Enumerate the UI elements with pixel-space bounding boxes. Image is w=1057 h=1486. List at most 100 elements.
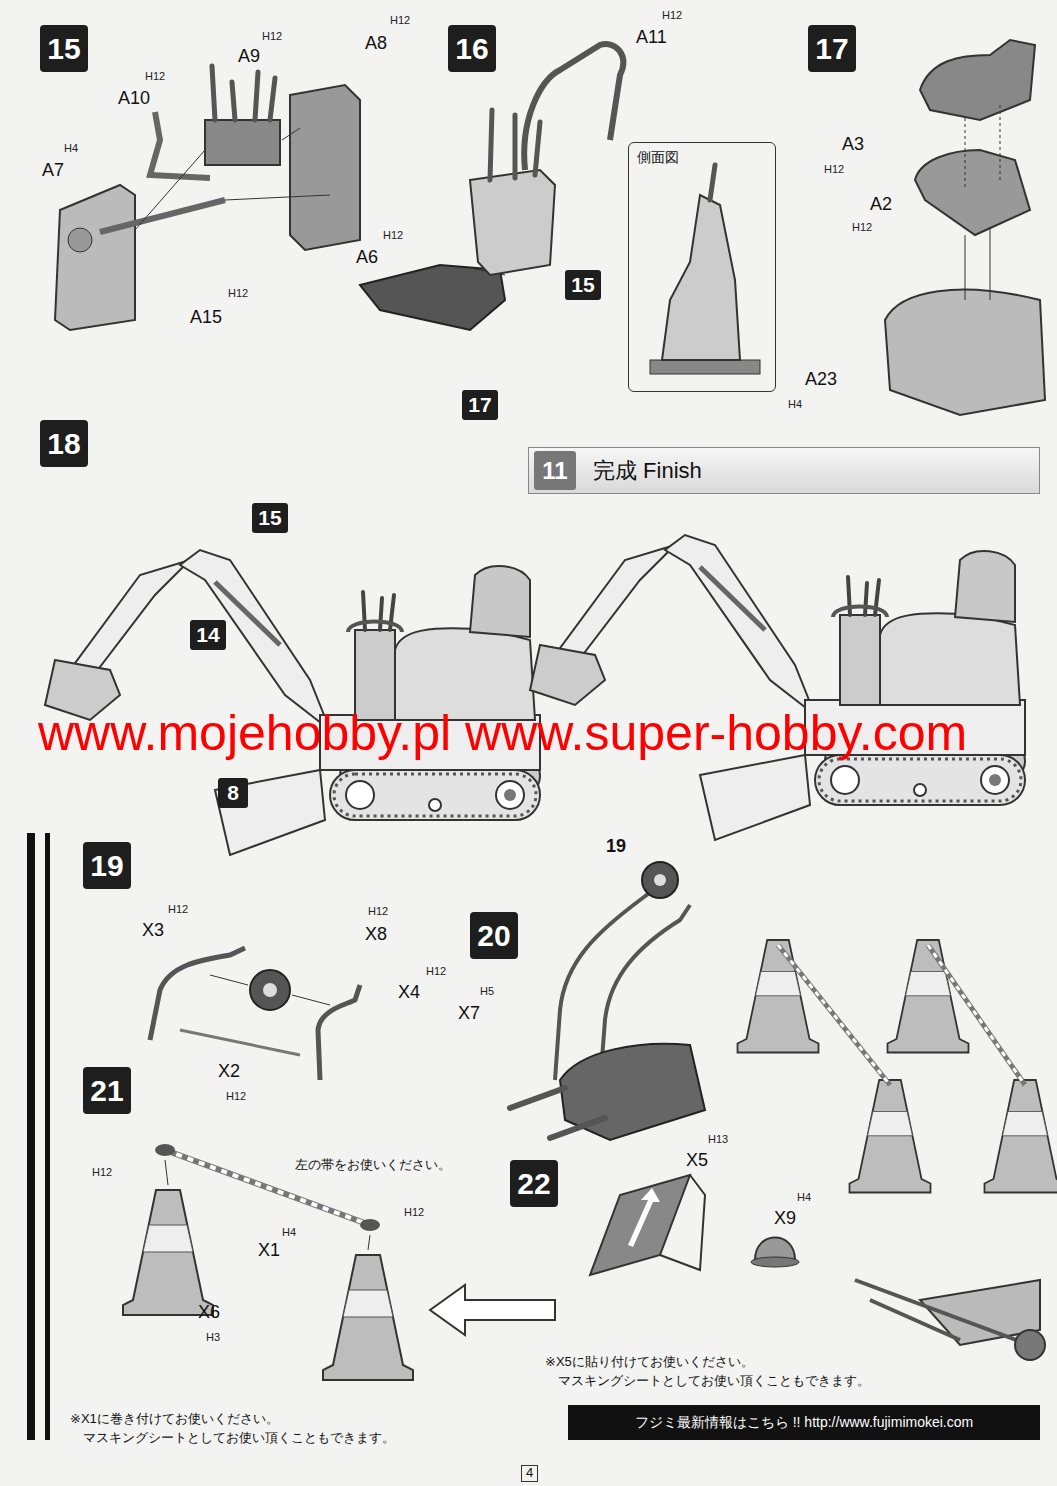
finished-accessories xyxy=(928,945,1025,1085)
step-number-text: 22 xyxy=(517,1167,550,1201)
step-number: 21 xyxy=(83,1067,131,1114)
excavator-figures xyxy=(530,535,1025,840)
part-label: X6 xyxy=(198,1302,220,1323)
part-label: A8 xyxy=(365,33,387,54)
part-label: X3 xyxy=(142,920,164,941)
side-view-box-text: 側面図 xyxy=(637,149,679,167)
frame-bars xyxy=(27,833,35,1440)
finished-accessories xyxy=(985,1080,1057,1193)
page-number: 4 xyxy=(521,1465,538,1482)
step16-parts xyxy=(470,170,555,275)
paint-code: H13 xyxy=(708,1133,728,1146)
step-number: 16 xyxy=(448,25,496,72)
paint-code: H12 xyxy=(262,30,282,43)
step17-parts xyxy=(965,118,966,190)
finished-accessories xyxy=(850,1080,931,1193)
paint-code: H12 xyxy=(92,1166,112,1179)
paint-code: H12 xyxy=(852,221,872,234)
step19-parts xyxy=(263,983,277,997)
part-label: X2 xyxy=(218,1061,240,1082)
step19-parts xyxy=(318,985,360,1080)
paint-code: H12 xyxy=(368,905,388,918)
paint-code: H12 xyxy=(824,163,844,176)
step-number-text: 17 xyxy=(815,32,848,66)
paint-code: H5 xyxy=(480,985,494,998)
finished-accessories xyxy=(628,1188,660,1247)
step17-parts xyxy=(885,40,1045,415)
part-label: X9 xyxy=(774,1208,796,1229)
step16-parts xyxy=(490,110,492,180)
step17-parts xyxy=(915,150,1030,235)
step21-parts xyxy=(165,1160,168,1185)
step19-parts xyxy=(250,970,290,1010)
step15-parts xyxy=(205,120,280,165)
step-number: 17 xyxy=(808,25,856,72)
callout-number-text: 15 xyxy=(258,506,281,530)
step-number: 15 xyxy=(40,25,88,72)
step15-parts xyxy=(290,85,360,250)
paint-code: H12 xyxy=(404,1206,424,1219)
step15-parts xyxy=(282,128,300,140)
step19-parts xyxy=(210,975,248,985)
step-number-text: 15 xyxy=(47,32,80,66)
paint-code: H12 xyxy=(226,1090,246,1103)
part-label: A15 xyxy=(190,307,222,328)
step15-parts xyxy=(150,112,210,178)
part-label: A2 xyxy=(870,194,892,215)
callout-number-text: 8 xyxy=(227,781,239,805)
part-label: A9 xyxy=(238,46,260,67)
section-number-text: 11 xyxy=(542,457,567,485)
info-bar: フジミ最新情報はこちら !! http://www.fujimimokei.co… xyxy=(568,1405,1040,1440)
step17-parts xyxy=(965,235,966,300)
part-label: X1 xyxy=(258,1240,280,1261)
callout-number-text: 17 xyxy=(468,393,491,417)
step-number-text: 18 xyxy=(47,427,80,461)
paint-code: H12 xyxy=(390,14,410,27)
step20-parts xyxy=(550,1118,605,1138)
side-view-figure xyxy=(650,165,760,374)
step16-parts xyxy=(524,44,623,170)
part-label: X7 xyxy=(458,1003,480,1024)
step15-parts xyxy=(212,66,215,120)
step-number: 22 xyxy=(510,1160,558,1207)
finished-accessories xyxy=(778,945,890,1085)
callout-number: 15 xyxy=(565,270,601,300)
side-view-box: 側面図 xyxy=(628,142,776,392)
finished-accessories xyxy=(660,1175,705,1270)
note-text: 左の帯をお使いください。 xyxy=(295,1158,451,1173)
step19-parts xyxy=(292,995,330,1005)
part-label: X5 xyxy=(686,1150,708,1171)
frame-bars xyxy=(45,833,50,1440)
paint-code: H4 xyxy=(282,1226,296,1239)
step21-parts xyxy=(430,1285,555,1335)
step21-parts xyxy=(155,1144,175,1156)
step20-parts xyxy=(510,1088,565,1108)
step16-parts xyxy=(360,265,505,330)
step-number: 19 xyxy=(83,842,131,889)
finished-accessories xyxy=(888,940,969,1053)
step-number-text: 20 xyxy=(477,919,510,953)
step15-parts xyxy=(100,200,225,232)
part-label: A7 xyxy=(42,160,64,181)
step16-parts xyxy=(360,44,623,330)
step19-parts xyxy=(180,1030,300,1055)
side-view-figure xyxy=(650,360,760,374)
info-bar-text: フジミ最新情報はこちら !! http://www.fujimimokei.co… xyxy=(635,1414,973,1432)
paint-code: H4 xyxy=(64,142,78,155)
part-label: X4 xyxy=(398,982,420,1003)
step-number-text: 19 xyxy=(90,849,123,883)
paint-code: H4 xyxy=(788,398,802,411)
step17-parts xyxy=(990,228,991,300)
paint-code: H12 xyxy=(228,287,248,300)
callout-number: 15 xyxy=(252,503,288,533)
step15-parts xyxy=(225,195,330,200)
finished-accessories xyxy=(590,940,1057,1360)
step16-parts xyxy=(535,122,540,175)
side-view-figure xyxy=(710,165,715,200)
finished-accessories xyxy=(870,1300,960,1340)
step21-parts xyxy=(368,1235,370,1250)
step-number: 20 xyxy=(470,912,518,959)
finished-accessories xyxy=(928,945,1025,1085)
step15-parts xyxy=(255,72,258,120)
